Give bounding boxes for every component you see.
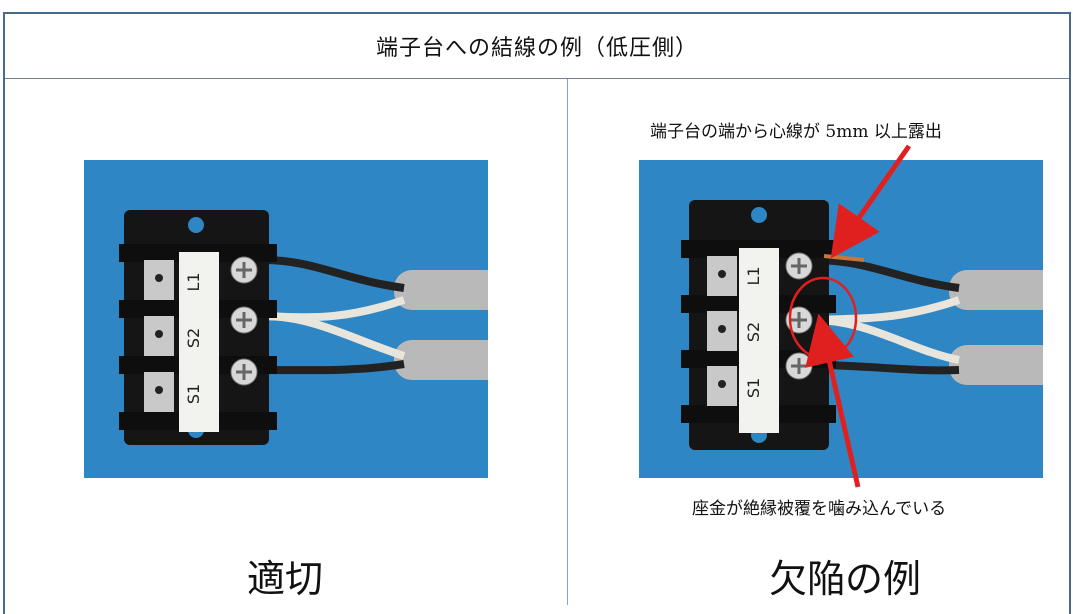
verdict-defect: 欠陥の例: [768, 557, 921, 601]
arrow-bitten-insulation: [805, 313, 861, 488]
annotation-bottom: 座金が絶縁被覆を噛み込んでいる: [692, 499, 947, 519]
page-title: 端子台への結線の例（低圧側）: [375, 36, 698, 61]
svg-text:S1: S1: [184, 384, 203, 404]
annotation-top: 端子台の端から心線が 5mm 以上露出: [650, 122, 942, 142]
svg-text:L1: L1: [184, 272, 203, 291]
title-row: 端子台への結線の例（低圧側）: [5, 14, 1069, 79]
arrow-exposed-core: [830, 144, 912, 259]
correct-wiring-photo: L1 S2 S1: [84, 160, 488, 478]
svg-text:S1: S1: [744, 378, 763, 398]
svg-text:S2: S2: [184, 328, 203, 348]
column-divider: [567, 79, 568, 605]
verdict-correct: 適切: [246, 557, 323, 601]
svg-text:S2: S2: [744, 322, 763, 342]
svg-text:L1: L1: [744, 266, 763, 285]
table-frame: [3, 12, 1071, 614]
